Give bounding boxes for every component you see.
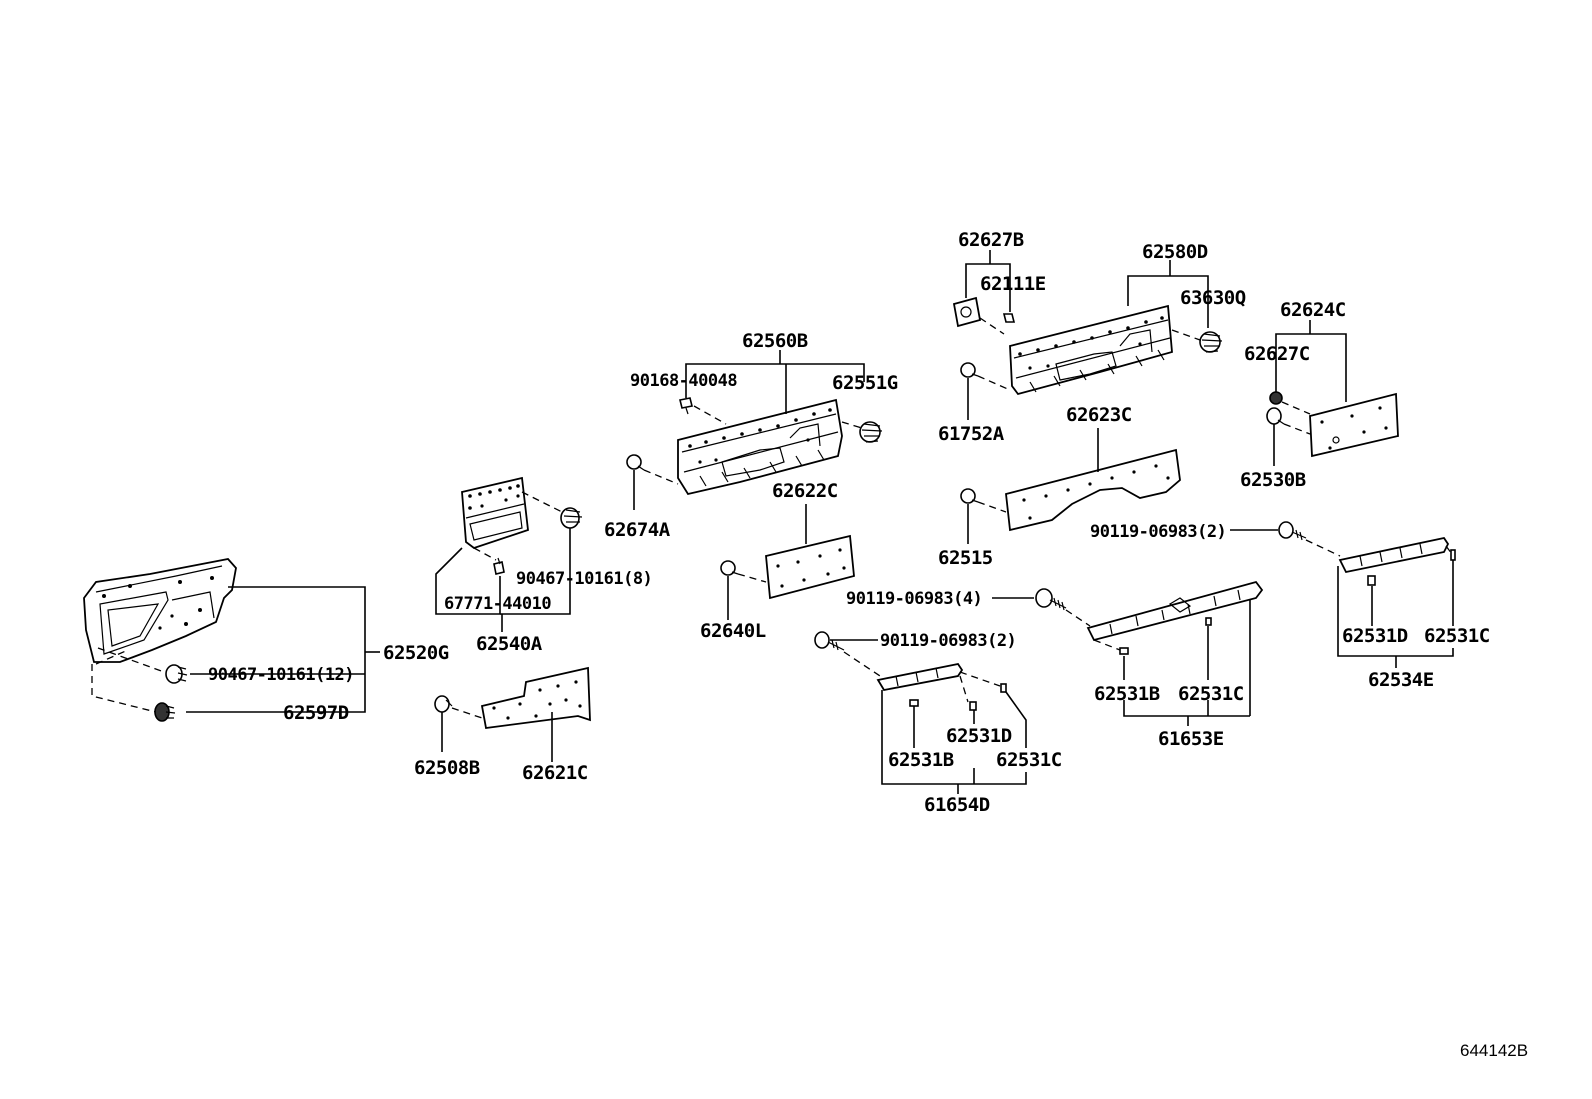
- label-62111E: 62111E: [980, 273, 1046, 295]
- part-62580D-trim-panel: [1009, 304, 1173, 396]
- label-62623C: 62623C: [1066, 404, 1132, 426]
- label-62597D: 62597D: [283, 702, 349, 724]
- screw-90168-40048: [679, 397, 693, 415]
- clip-62515: [960, 488, 979, 504]
- label-62531D-right: 62531D: [1342, 625, 1408, 647]
- clip-62627C: [1269, 391, 1283, 405]
- part-62627B-bracket: [952, 296, 982, 328]
- label-62531B-mid: 62531B: [1094, 683, 1160, 705]
- label-62540A: 62540A: [476, 633, 543, 655]
- clip-62530B: [1266, 407, 1285, 425]
- label-62515: 62515: [938, 547, 993, 569]
- label-62621C: 62621C: [522, 762, 588, 784]
- label-62508B: 62508B: [414, 757, 480, 779]
- part-62624C-pad: [1309, 392, 1399, 458]
- label-62520G: 62520G: [383, 642, 449, 664]
- label-62627C: 62627C: [1244, 343, 1310, 365]
- clip-62531C-low: [1000, 683, 1007, 693]
- clip-62551G: [859, 421, 883, 443]
- clip-62531B-mid: [1119, 647, 1129, 655]
- part-62622C-pad: [765, 534, 855, 600]
- clip-62597D: [154, 702, 176, 722]
- label-62531B-low: 62531B: [888, 749, 954, 771]
- label-61752A: 61752A: [938, 423, 1005, 445]
- label-62560B: 62560B: [742, 330, 808, 352]
- part-61654D-rail: [876, 662, 964, 692]
- label-62624C: 62624C: [1280, 299, 1346, 321]
- label-67771-44010: 67771-44010: [444, 594, 551, 614]
- label-62534E: 62534E: [1368, 669, 1434, 691]
- label-62622C: 62622C: [772, 480, 838, 502]
- clip-90467-10161-12: [165, 664, 188, 684]
- label-61653E: 61653E: [1158, 728, 1224, 750]
- clip-62531C-mid: [1205, 617, 1212, 626]
- clip-62111E: [1002, 313, 1016, 323]
- label-90119-06983-2-left: 90119-06983(2): [880, 631, 1016, 651]
- label-61654D: 61654D: [924, 794, 990, 816]
- clip-62531D-right: [1367, 575, 1376, 586]
- label-90119-06983-2-right: 90119-06983(2): [1090, 522, 1226, 542]
- part-62623C-pad: [1005, 448, 1181, 532]
- screw-90119-06983-4: [1035, 588, 1067, 611]
- clip-63630Q: [1199, 331, 1223, 353]
- label-90467-10161-12: 90467-10161(12): [208, 665, 354, 685]
- label-62530B: 62530B: [1240, 469, 1306, 491]
- clip-62640L: [720, 560, 739, 576]
- screw-90119-06983-2-right: [1278, 521, 1307, 541]
- label-62627B: 62627B: [958, 229, 1024, 251]
- label-62674A: 62674A: [604, 519, 671, 541]
- clip-90467-10161-8: [560, 507, 583, 529]
- clip-62531C-right: [1450, 549, 1456, 561]
- reference-code: 644142B: [1460, 1041, 1528, 1060]
- clip-62531B-low: [909, 699, 919, 707]
- clip-62674A: [626, 454, 645, 471]
- label-62531C-low: 62531C: [996, 749, 1062, 771]
- nut-67771-44010: [493, 557, 505, 575]
- label-63630Q: 63630Q: [1180, 287, 1246, 309]
- label-62580D: 62580D: [1142, 241, 1208, 263]
- label-62531C-mid: 62531C: [1178, 683, 1244, 705]
- part-62520G-quarter-panel: [83, 558, 237, 663]
- label-90168-40048: 90168-40048: [630, 371, 737, 391]
- part-62560B-trim-panel: [677, 398, 843, 496]
- label-90119-06983-4: 90119-06983(4): [846, 589, 982, 609]
- part-61653E-rail: [1086, 580, 1264, 642]
- label-62551G: 62551G: [832, 372, 898, 394]
- part-62621C-pad: [480, 666, 591, 730]
- clip-62531D-low: [969, 701, 977, 711]
- screw-90119-06983-2-left: [814, 631, 845, 651]
- clip-61752A: [960, 362, 979, 378]
- clip-62508B: [434, 695, 453, 713]
- part-62534E-rail: [1338, 536, 1450, 574]
- part-62540A-cover: [461, 476, 529, 550]
- label-62531D-low: 62531D: [946, 725, 1012, 747]
- label-62531C-right: 62531C: [1424, 625, 1490, 647]
- label-62640L: 62640L: [700, 620, 766, 642]
- label-90467-10161-8: 90467-10161(8): [516, 569, 652, 589]
